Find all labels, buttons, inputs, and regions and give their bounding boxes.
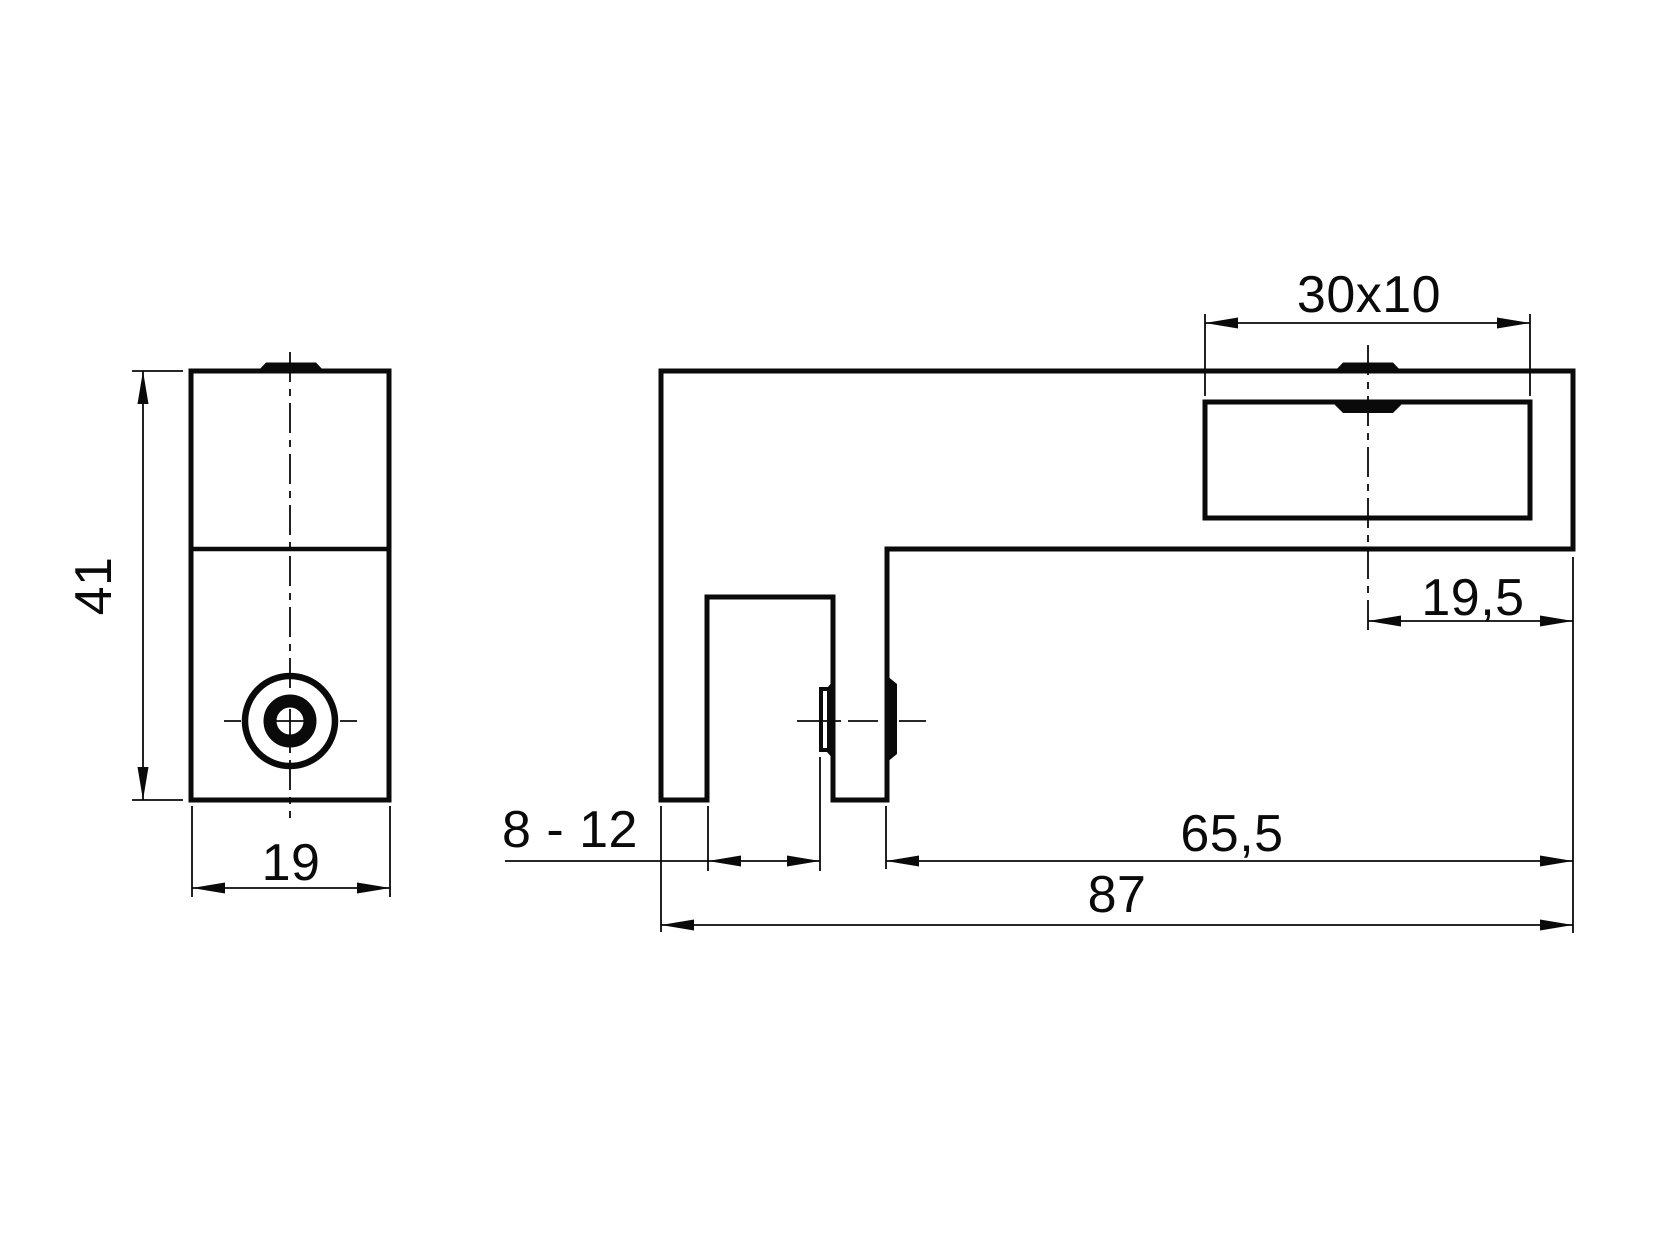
dim-screw-offset: 19,5 (1368, 557, 1574, 933)
dim-slot: 30x10 (1204, 266, 1531, 396)
dim-width-label: 19 (262, 834, 321, 892)
dim-glass-label: 8 - 12 (502, 801, 638, 859)
dim-front-height: 41 (65, 370, 183, 801)
dim-overall-length: 87 (660, 806, 1573, 932)
side-body-outline (658, 368, 1576, 803)
dim-height-label: 41 (65, 557, 123, 616)
screw-pad-collar (827, 680, 834, 760)
clamp-screw-detail (797, 675, 926, 763)
side-view: 30x10 19,5 8 - 12 65,5 (502, 266, 1576, 933)
dim-overall-label: 87 (1088, 866, 1147, 924)
dim-inner-label: 65,5 (1180, 805, 1283, 863)
front-top-screw-tab (257, 362, 325, 372)
dim-inner-length: 65,5 (885, 805, 1573, 869)
front-view: 41 19 (65, 352, 392, 897)
dim-screw-offset-label: 19,5 (1421, 569, 1524, 627)
dim-front-width: 19 (191, 806, 391, 897)
clamp-screw-hole-outer (241, 672, 339, 770)
dim-slot-label: 30x10 (1297, 266, 1441, 324)
screw-head (886, 675, 897, 763)
dim-glass-thickness: 8 - 12 (502, 757, 821, 871)
screw-pad-plate (819, 687, 833, 752)
